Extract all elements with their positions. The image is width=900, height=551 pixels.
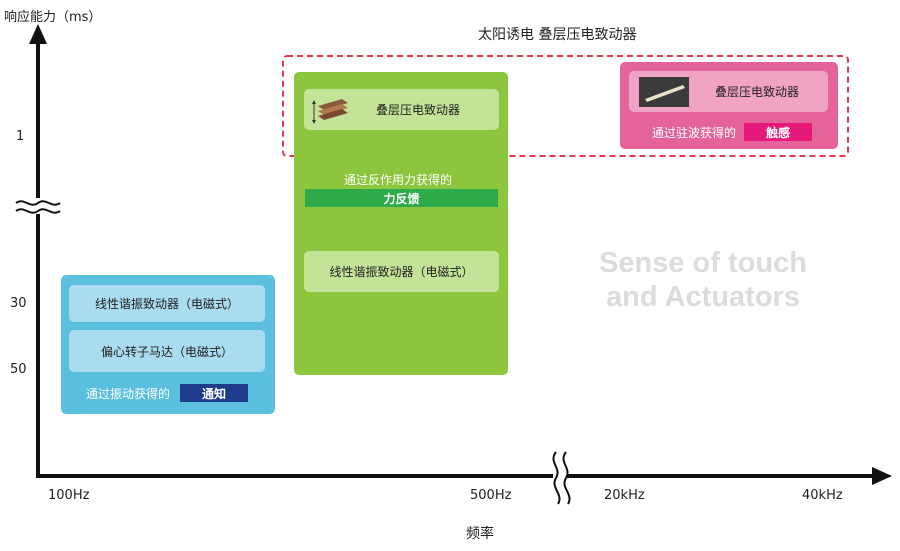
- x-tick-40khz: 40kHz: [802, 488, 843, 503]
- green-item-stacked-piezo: 叠层压电致动器: [304, 89, 499, 130]
- y-tick-1: 1: [16, 129, 25, 144]
- watermark-line2: and Actuators: [606, 281, 800, 313]
- x-axis-break-mark: [562, 451, 571, 505]
- green-item-stacked-piezo-label: 叠层压电致动器: [376, 103, 461, 117]
- blue-caption: 通过振动获得的: [86, 387, 171, 401]
- blue-tag-notification: 通知: [180, 384, 248, 402]
- green-group-box: 叠层压电致动器 通过反作用力获得的 力反馈 线性谐振致动器（电磁式）: [294, 72, 508, 375]
- y-axis-break-mark: [15, 200, 61, 206]
- watermark-line1: Sense of touch: [599, 247, 807, 279]
- pink-item-stacked-piezo: 叠层压电致动器: [629, 71, 828, 112]
- pink-item-stacked-piezo-label: 叠层压电致动器: [715, 85, 800, 99]
- y-axis-title: 响应能力（ms）: [4, 10, 102, 25]
- y-axis-break-mark: [15, 208, 61, 214]
- blue-group-box: 线性谐振致动器（电磁式） 偏心转子马达（电磁式） 通过振动获得的 通知: [61, 275, 275, 414]
- dashed-group-border: [282, 55, 849, 157]
- x-tick-20khz: 20kHz: [604, 488, 645, 503]
- piezo-bar-icon: [639, 76, 689, 107]
- y-tick-30: 30: [10, 296, 27, 311]
- x-tick-100hz: 100Hz: [48, 488, 90, 503]
- y-tick-50: 50: [10, 362, 27, 377]
- y-axis-arrow: [29, 24, 47, 44]
- blue-item-eccentric-motor: 偏心转子马达（电磁式）: [69, 330, 265, 372]
- green-tag-force-feedback: 力反馈: [305, 189, 498, 207]
- x-axis-arrow: [872, 467, 892, 485]
- piezo-stack-icon: [312, 98, 348, 124]
- x-tick-500hz: 500Hz: [470, 488, 512, 503]
- pink-caption: 通过驻波获得的: [652, 126, 737, 140]
- watermark: Sense of touch and Actuators: [580, 246, 826, 314]
- dashed-group-label: 太阳诱电 叠层压电致动器: [478, 27, 637, 43]
- x-axis-break-mark: [552, 451, 561, 505]
- pink-group-box: 叠层压电致动器 通过驻波获得的 触感: [620, 62, 838, 149]
- x-axis-title: 频率: [466, 526, 494, 542]
- green-item-linear-resonant: 线性谐振致动器（电磁式）: [304, 251, 499, 292]
- green-caption: 通过反作用力获得的: [344, 173, 453, 187]
- pink-tag-touch: 触感: [744, 123, 812, 141]
- blue-item-linear-resonant: 线性谐振致动器（电磁式）: [69, 285, 265, 322]
